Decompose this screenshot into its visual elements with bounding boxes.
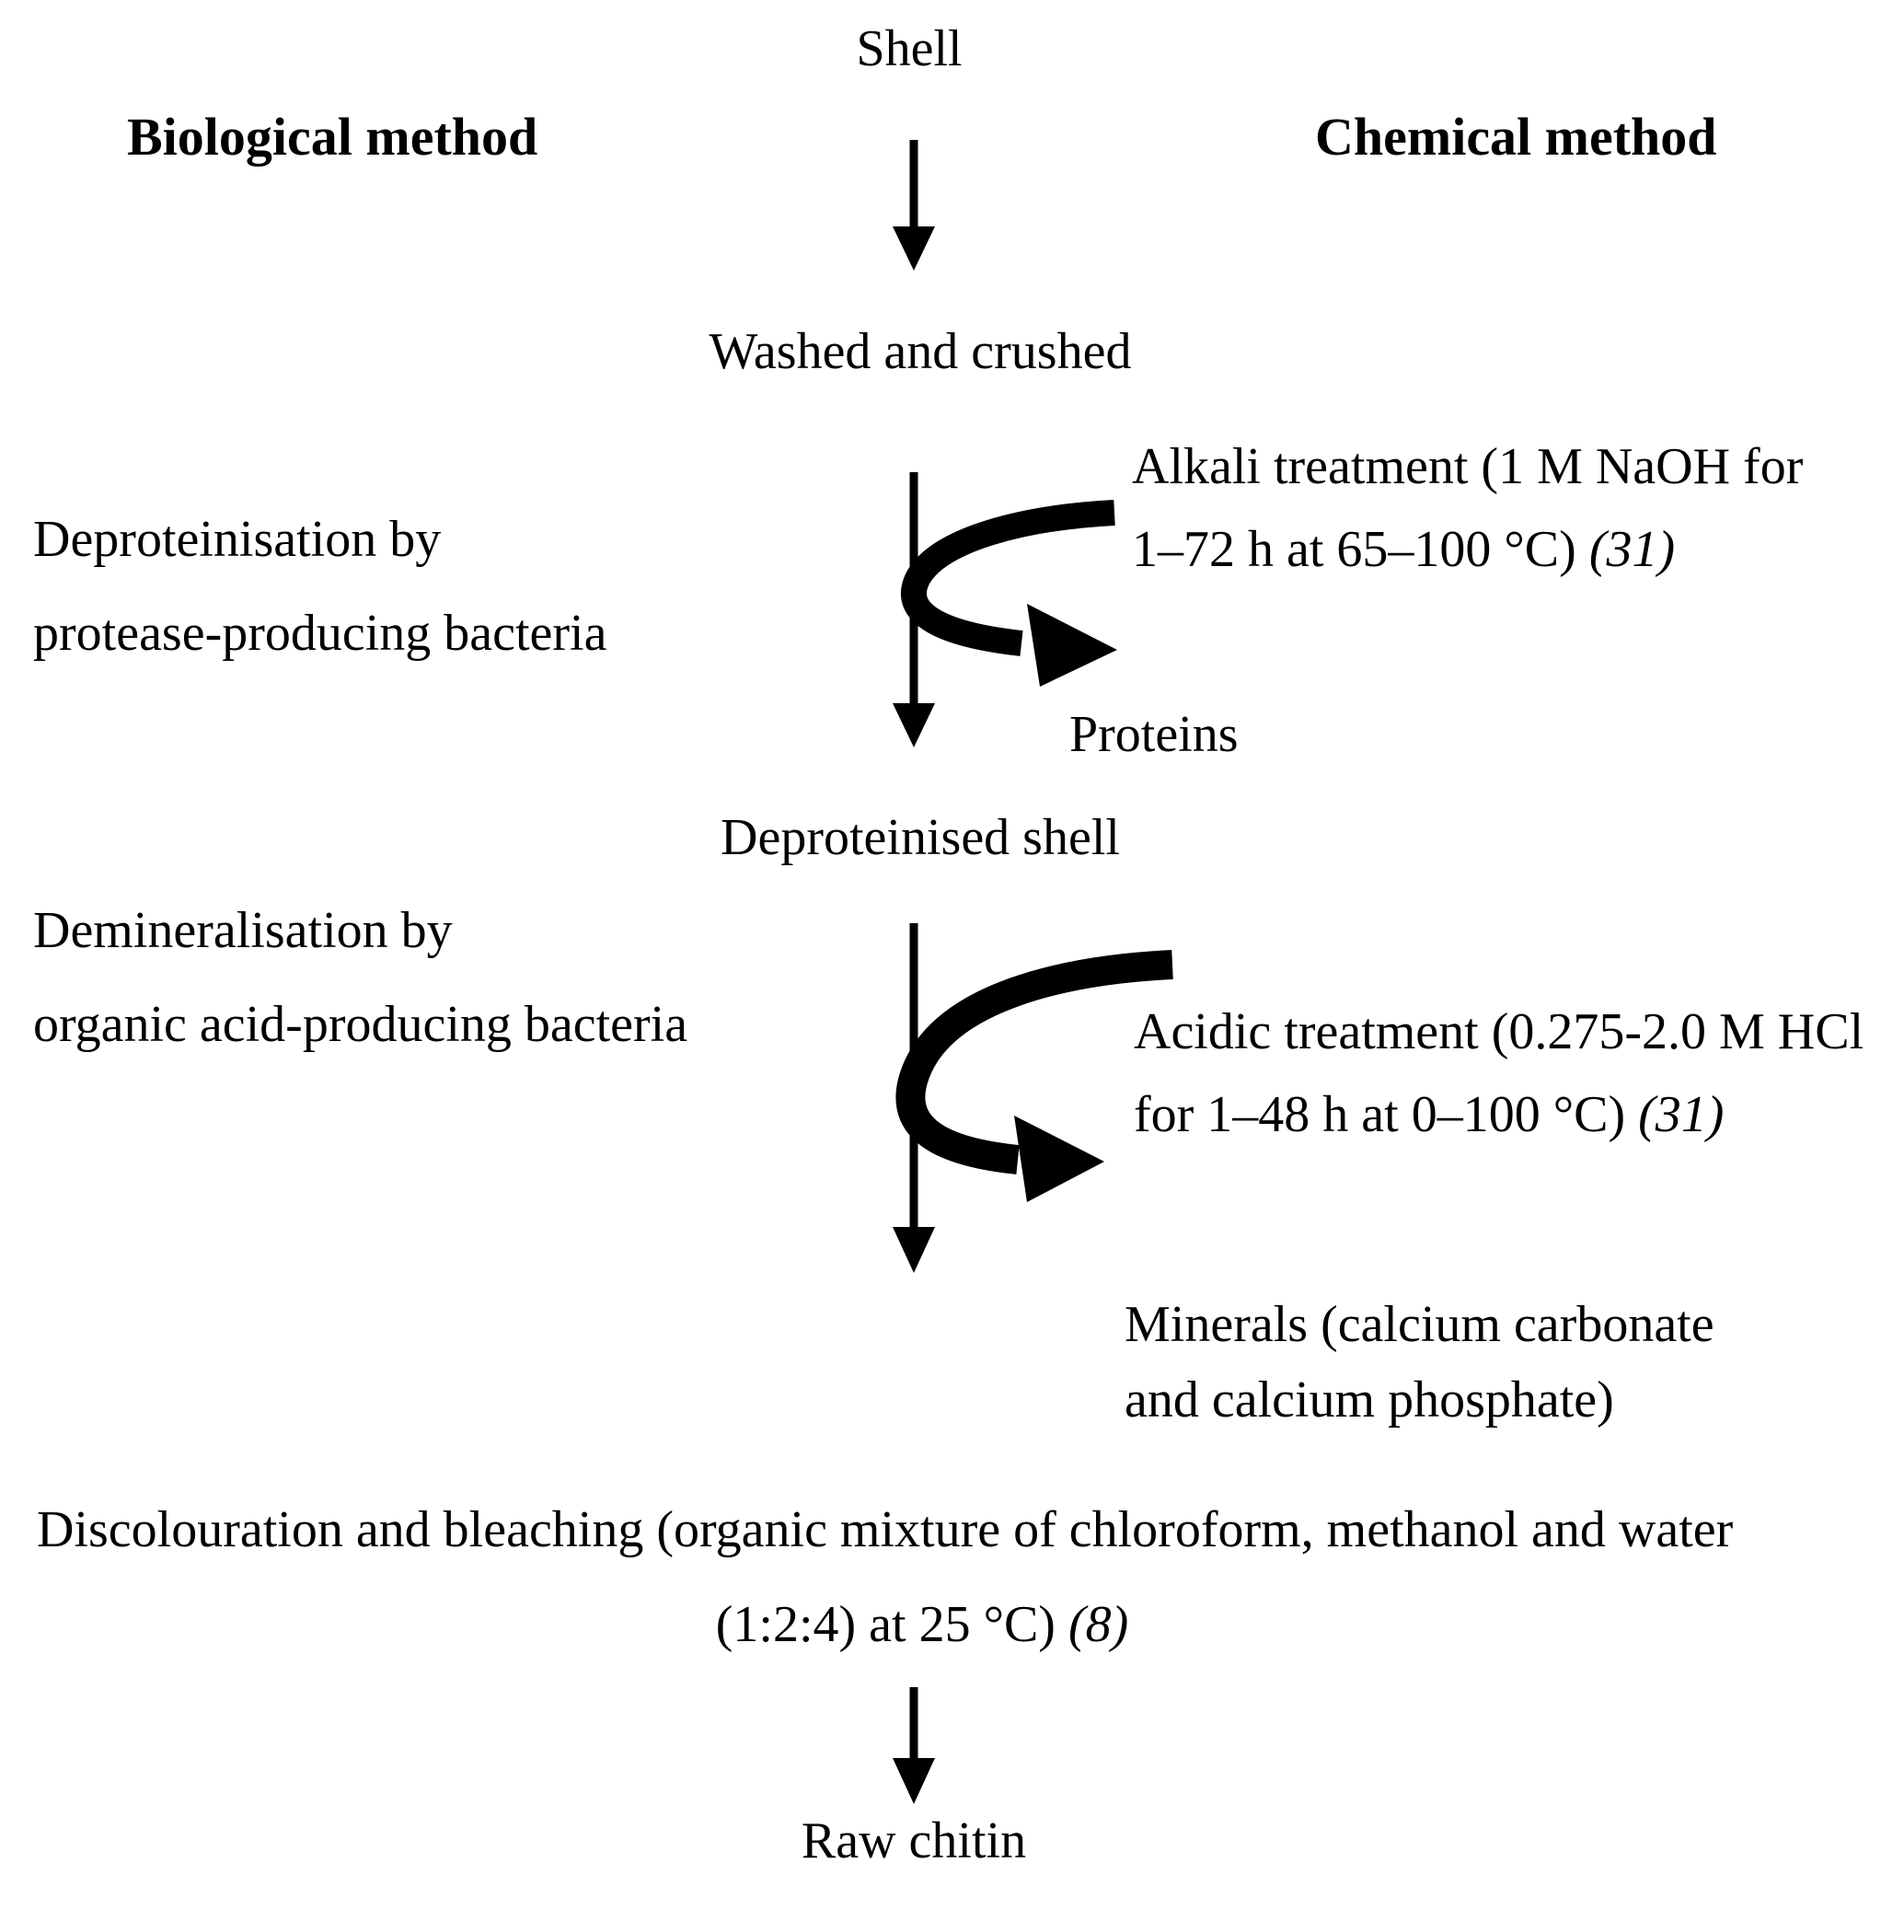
curved-arrow-minerals-out bbox=[895, 950, 1173, 1202]
alkali-conditions: 1–72 h at 65–100 °C) bbox=[1132, 521, 1576, 578]
discolouration-reference: (8) bbox=[1067, 1596, 1129, 1653]
label-discolouration-line2: (1:2:4) at 25 °C) (8) bbox=[716, 1594, 1129, 1656]
label-demineralisation-line1: Demineralisation by bbox=[33, 902, 453, 959]
label-demineralisation-line2: organic acid-producing bacteria bbox=[33, 996, 688, 1053]
label-deproteinisation-line1: Deproteinisation by bbox=[33, 511, 442, 568]
label-acidic-line1: Acidic treatment (0.275-2.0 M HCl bbox=[1134, 1003, 1864, 1060]
label-alkali-line1: Alkali treatment (1 M NaOH for bbox=[1132, 438, 1804, 495]
alkali-reference: (31) bbox=[1588, 521, 1676, 578]
discolouration-conditions: (1:2:4) at 25 °C) bbox=[715, 1596, 1056, 1653]
heading-chemical-method: Chemical method bbox=[1315, 107, 1717, 167]
heading-biological-method: Biological method bbox=[127, 107, 538, 167]
byproduct-minerals-line2: and calcium phosphate) bbox=[1125, 1371, 1614, 1429]
label-acidic-line2: for 1–48 h at 0–100 °C) (31) bbox=[1134, 1073, 1864, 1156]
down-arrow-to-raw-chitin bbox=[893, 1687, 935, 1804]
label-alkali-treatment: Alkali treatment (1 M NaOH for 1–72 h at… bbox=[1132, 425, 1803, 591]
label-discolouration-line1: Discolouration and bleaching (organic mi… bbox=[37, 1501, 1734, 1558]
label-alkali-line2: 1–72 h at 65–100 °C) (31) bbox=[1132, 508, 1803, 591]
acidic-reference: (31) bbox=[1638, 1086, 1725, 1143]
byproduct-minerals-line1: Minerals (calcium carbonate bbox=[1125, 1296, 1714, 1353]
label-demineralisation: Demineralisation by organic acid-produci… bbox=[33, 884, 687, 1071]
node-washed-and-crushed: Washed and crushed bbox=[709, 323, 1132, 380]
node-raw-chitin: Raw chitin bbox=[801, 1812, 1027, 1869]
label-deproteinisation-line2: protease-producing bacteria bbox=[33, 605, 607, 662]
byproduct-proteins: Proteins bbox=[1069, 706, 1239, 763]
node-shell: Shell bbox=[856, 20, 963, 77]
curved-arrow-proteins-out bbox=[901, 500, 1117, 687]
label-deproteinisation: Deproteinisation by protease-producing b… bbox=[33, 492, 606, 680]
acidic-conditions: for 1–48 h at 0–100 °C) bbox=[1134, 1086, 1626, 1143]
label-acidic-treatment: Acidic treatment (0.275-2.0 M HCl for 1–… bbox=[1134, 990, 1864, 1156]
down-arrow-shell-to-washed bbox=[893, 140, 935, 271]
node-deproteinised-shell: Deproteinised shell bbox=[721, 809, 1120, 866]
byproduct-minerals: Minerals (calcium carbonate and calcium … bbox=[1125, 1287, 1714, 1438]
